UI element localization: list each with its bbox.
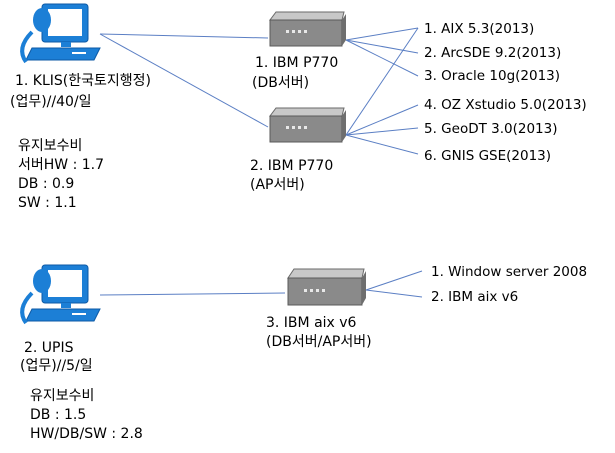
software-item: 1. Window server 2008 bbox=[431, 264, 588, 280]
client-upis-usage: (업무)//5/일 bbox=[20, 358, 93, 374]
link-ap-sw1 bbox=[345, 27, 419, 136]
server-db-name: 1. IBM P770 bbox=[255, 55, 339, 71]
software-item: 5. GeoDT 3.0(2013) bbox=[424, 121, 558, 137]
link-klis-db-server bbox=[99, 33, 269, 39]
software-item: 6. GNIS GSE(2013) bbox=[424, 148, 552, 164]
server-box-icon bbox=[287, 268, 366, 306]
cost-server-hw: 서버HW : 1.7 bbox=[18, 157, 105, 173]
cost-total: HW/DB/SW : 2.8 bbox=[30, 426, 143, 442]
server-upis-name: 3. IBM aix v6 bbox=[266, 315, 357, 331]
link-db-sw2 bbox=[345, 39, 419, 54]
client-klis-name: 1. KLIS(한국토지행정) bbox=[15, 73, 152, 89]
server-box-icon bbox=[269, 107, 346, 143]
software-item: 2. ArcSDE 9.2(2013) bbox=[424, 45, 562, 61]
client-klis-usage: (업무)//40/일 bbox=[10, 94, 92, 110]
software-item: 2. IBM aix v6 bbox=[431, 289, 519, 305]
cost-title: 유지보수비 bbox=[30, 388, 95, 404]
cost-db: DB : 0.9 bbox=[18, 176, 75, 192]
server-db-role: (DB서버) bbox=[252, 75, 310, 91]
cost-sw: SW : 1.1 bbox=[18, 195, 77, 211]
link-db-sw3 bbox=[345, 39, 419, 77]
software-item: 4. OZ Xstudio 5.0(2013) bbox=[424, 97, 587, 113]
server-ap-name: 2. IBM P770 bbox=[250, 158, 334, 174]
client-upis-name: 2. UPIS bbox=[24, 340, 74, 356]
link-ap-sw5 bbox=[345, 127, 419, 136]
software-item: 3. Oracle 10g(2013) bbox=[424, 68, 561, 84]
link-server-sw1 bbox=[365, 270, 423, 291]
cost-title: 유지보수비 bbox=[18, 138, 83, 154]
server-ap-role: (AP서버) bbox=[250, 177, 305, 193]
software-item: 1. AIX 5.3(2013) bbox=[424, 21, 535, 37]
server-upis-role: (DB서버/AP서버) bbox=[266, 334, 372, 350]
link-ap-sw6 bbox=[345, 134, 419, 155]
link-db-sw1 bbox=[345, 27, 419, 41]
link-klis-ap-server bbox=[99, 33, 269, 128]
desktop-computer-icon bbox=[20, 3, 101, 64]
server-box-icon bbox=[269, 11, 346, 47]
cost-db: DB : 1.5 bbox=[30, 407, 87, 423]
link-server-sw2 bbox=[365, 289, 423, 298]
link-ap-sw4 bbox=[345, 104, 419, 136]
link-upis-server bbox=[99, 292, 286, 296]
desktop-computer-icon bbox=[20, 264, 101, 325]
